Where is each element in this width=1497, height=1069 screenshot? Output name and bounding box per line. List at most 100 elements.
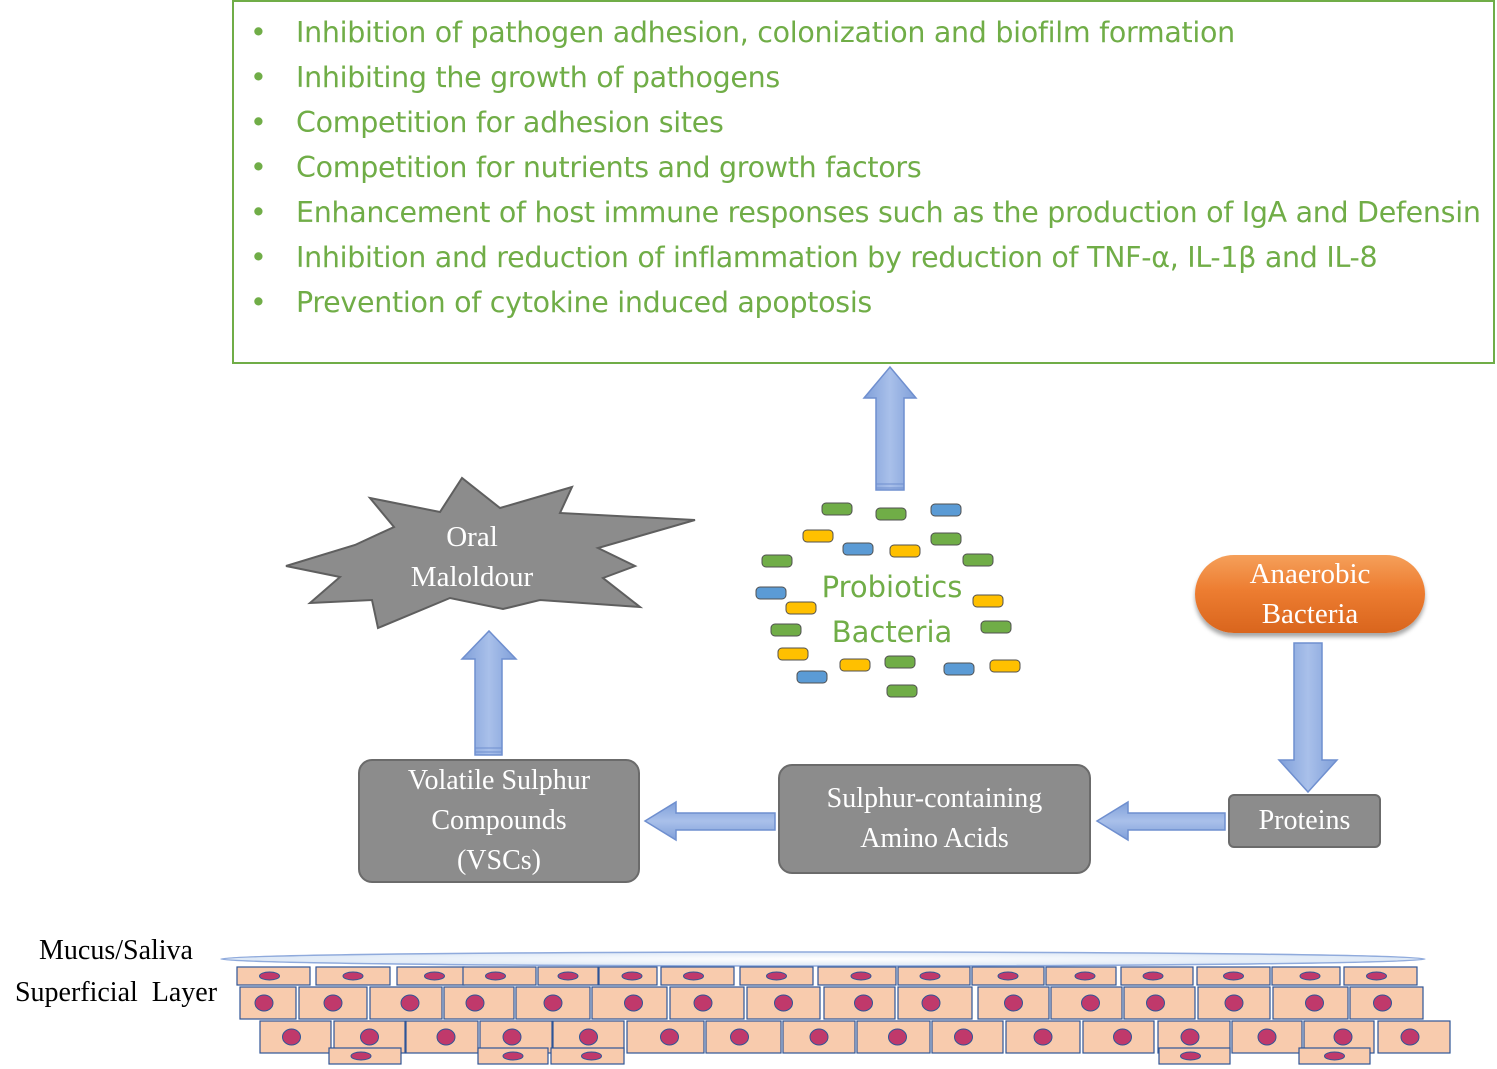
bacterium-icon [755,586,787,600]
cell-nucleus-icon [1142,971,1164,981]
epithelial-cell [236,966,311,986]
cell-nucleus-icon [465,994,485,1012]
epithelial-cell [746,986,821,1020]
benefit-text: Enhancement of host immune responses suc… [296,196,1481,229]
cell-nucleus-icon [954,1028,973,1046]
benefit-text: Competition for adhesion sites [296,106,724,139]
cell-nucleus-icon [485,971,506,981]
bacterium-icon [821,502,853,516]
bacterium-icon [980,620,1012,634]
epithelial-cell [1123,986,1196,1020]
cell-nucleus-icon [730,1028,749,1046]
bacterium-icon [884,655,916,669]
bacterium-icon [962,553,994,567]
epithelial-cell [1377,1020,1451,1054]
epithelial-cell [977,986,1050,1020]
bullet-icon: • [250,16,267,49]
vsc-node: Volatile Sulphur Compounds (VSCs) [358,759,640,883]
proteins-node: Proteins [1228,794,1381,848]
benefit-item: •Inhibition of pathogen adhesion, coloni… [234,10,1493,55]
benefits-box: •Inhibition of pathogen adhesion, coloni… [232,0,1495,364]
epithelial-cell [817,966,897,986]
epithelial-cell [1272,986,1349,1020]
epithelial-cell [537,966,599,986]
bullet-icon: • [250,61,267,94]
vsc-line3: (VSCs) [456,845,541,876]
cell-nucleus-icon [502,1051,524,1061]
cell-nucleus-icon [997,971,1019,981]
cell-nucleus-icon [1299,971,1321,981]
epithelial-cell [591,986,668,1020]
cell-nucleus-icon [424,971,445,981]
amino-acids-node: Sulphur-containing Amino Acids [778,764,1091,874]
epithelial-cell [315,966,391,986]
benefit-item: •Competition for adhesion sites [234,100,1493,145]
epithelial-cell [1343,966,1418,986]
maloldour-line2: Maloldour [410,561,534,593]
epithelial-cell [782,1020,856,1054]
probiotic-bacteria-cluster [755,502,1021,698]
epithelial-cell [369,986,443,1020]
cell-nucleus-icon [1223,971,1244,981]
epithelial-cell [1298,1047,1371,1065]
bacterium-icon [886,684,918,698]
bacterium-icon [785,601,817,615]
bacterium-icon [802,529,834,543]
cell-nucleus-icon [254,994,274,1012]
cell-nucleus-icon [766,971,787,981]
bacterium-icon [943,662,975,676]
cell-nucleus-icon [581,1051,602,1061]
epithelial-cell [405,1020,479,1054]
bacterium-icon [989,659,1021,673]
cell-nucleus-icon [1324,1051,1345,1061]
epithelial-cell [515,986,591,1020]
cell-nucleus-icon [342,971,364,981]
cell-nucleus-icon [683,971,704,981]
mucus-saliva-label: Mucus/Saliva [39,935,193,966]
epithelial-cell [1197,986,1271,1020]
bacterium-icon [770,623,802,637]
cell-nucleus-icon [660,1028,679,1046]
cell-nucleus-icon [1081,994,1100,1012]
mucus-saliva-layer [220,951,1426,967]
cell-nucleus-icon [1400,1028,1420,1046]
cell-nucleus-icon [360,1028,379,1046]
cell-nucleus-icon [1180,1051,1201,1061]
epithelial-cell [705,1020,782,1054]
cell-nucleus-icon [502,1028,522,1046]
cell-nucleus-icon [1074,971,1096,981]
cell-nucleus-icon [282,1028,301,1046]
epithelial-cell [1082,1020,1155,1054]
epithelial-cell [550,1047,625,1065]
cell-nucleus-icon [850,971,872,981]
probiotics-label: Probiotics Bacteria [792,565,992,655]
bullet-icon: • [250,286,267,319]
bacterium-icon [839,658,871,672]
epithelial-cell [239,986,297,1020]
bullet-icon: • [250,196,267,229]
cell-nucleus-icon [436,1028,456,1046]
benefit-text: Inhibiting the growth of pathogens [296,61,780,94]
bullet-icon: • [250,151,267,184]
cell-nucleus-icon [919,971,941,981]
arrow-proteins-to-amino [1095,800,1226,842]
maloldour-label: Oral Maloldour [372,517,572,597]
arrow-probiotics-to-benefits [862,365,918,491]
cell-nucleus-icon [809,1028,829,1046]
cell-nucleus-icon [1180,1028,1200,1046]
epithelial-cell [897,986,973,1020]
epithelial-cell [660,966,735,986]
epithelial-cell-layer [236,966,1451,1065]
cell-nucleus-icon [854,994,873,1012]
cell-nucleus-icon [350,1051,372,1061]
vsc-line2: Compounds [431,805,567,836]
epithelial-cell [259,1020,332,1054]
benefit-text: Competition for nutrients and growth fac… [296,151,922,184]
cell-nucleus-icon [1113,1028,1132,1046]
amino-line2: Amino Acids [860,823,1009,854]
epithelial-cell [856,1020,931,1054]
epithelial-cell [897,966,971,986]
proteins-label: Proteins [1258,805,1351,836]
cell-nucleus-icon [543,994,563,1012]
